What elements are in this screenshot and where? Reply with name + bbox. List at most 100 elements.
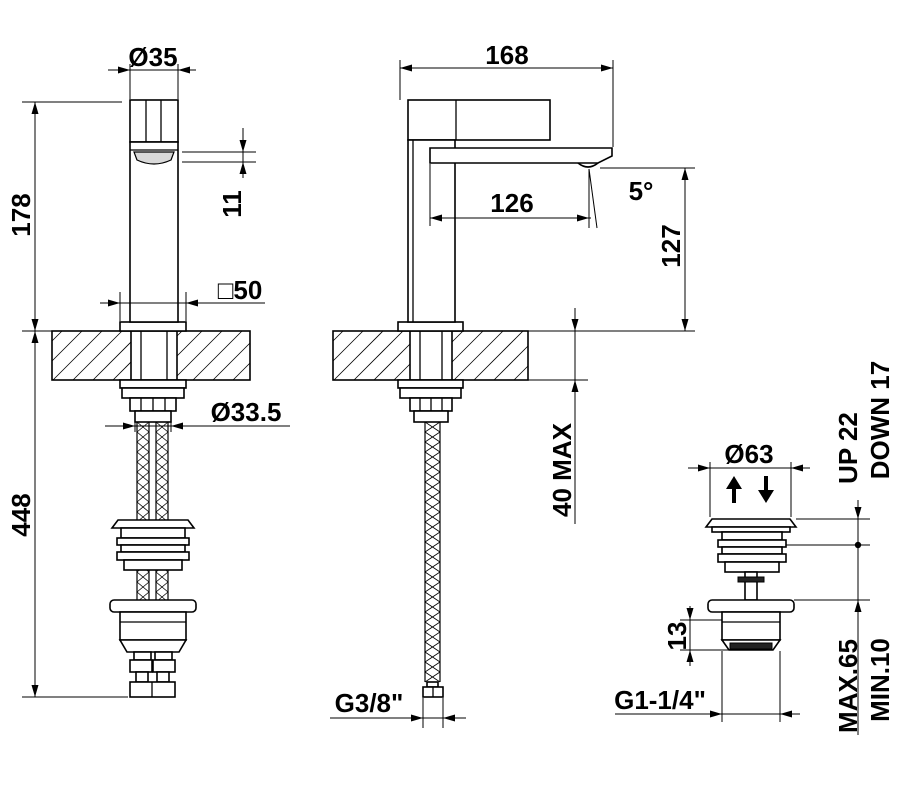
arrow-up-head bbox=[726, 476, 742, 489]
dimension-label: 178 bbox=[6, 193, 36, 236]
dimension-arrowhead bbox=[854, 600, 862, 612]
dimension-arrowhead bbox=[571, 319, 579, 331]
hose-braid-strand bbox=[136, 501, 150, 513]
spout-outlet bbox=[577, 162, 599, 168]
hatch-line bbox=[493, 345, 529, 381]
dimension-arrowhead bbox=[601, 64, 613, 72]
drain-thread-body bbox=[721, 611, 781, 641]
hose-braid-strand bbox=[424, 471, 441, 483]
dimension-label: 127 bbox=[656, 224, 686, 267]
hose-braid-strand bbox=[155, 571, 169, 583]
dimension-arrowhead bbox=[31, 685, 39, 697]
hose-braid-strand bbox=[136, 451, 150, 463]
hatch-line bbox=[232, 362, 251, 381]
thread-label: G1-1/4" bbox=[614, 685, 706, 715]
hose-braid-strand bbox=[424, 671, 441, 683]
hose-braid-strand bbox=[424, 511, 441, 523]
hose-braid-strand bbox=[155, 421, 169, 433]
hatch-line bbox=[453, 330, 504, 381]
dimension-arrowhead bbox=[239, 162, 247, 174]
spout-outlet bbox=[133, 151, 175, 165]
hose-nut bbox=[129, 659, 153, 673]
hatch-line bbox=[212, 342, 251, 381]
dimension-arrowheads bbox=[31, 64, 862, 722]
dimension-arrowhead bbox=[186, 299, 198, 307]
hose-braid-strand bbox=[155, 581, 169, 593]
dimension-arrowhead bbox=[108, 299, 120, 307]
hatch-line bbox=[473, 330, 524, 381]
hose-braid-strand bbox=[155, 471, 169, 483]
dimension-label: MAX.65 bbox=[833, 639, 863, 733]
counter-hatching bbox=[51, 330, 529, 381]
waste-taper bbox=[118, 639, 188, 653]
hose-braid-strand bbox=[424, 451, 441, 463]
dimension-arrowhead bbox=[430, 214, 442, 222]
hose-braid-strand bbox=[424, 551, 441, 563]
dimension-arrowhead bbox=[686, 650, 694, 662]
hatch-line bbox=[332, 330, 364, 362]
travel-label: UP 22 bbox=[833, 412, 863, 484]
dimension-label: Ø63 bbox=[724, 439, 773, 469]
faucet-body bbox=[407, 139, 456, 323]
hose-braid-strand bbox=[136, 571, 150, 583]
hose-braid-strand bbox=[136, 491, 150, 503]
dimension-label: 168 bbox=[485, 40, 528, 70]
washer bbox=[121, 387, 185, 399]
hose-braid-strand bbox=[424, 641, 441, 653]
hose-braid-strand bbox=[136, 441, 150, 453]
hose-braid-strand bbox=[136, 481, 150, 493]
dimension-arrowhead bbox=[118, 66, 130, 74]
hose-braid-strand bbox=[136, 471, 150, 483]
drain-thread bbox=[729, 642, 773, 650]
dimension-arrowhead bbox=[31, 102, 39, 114]
angle-label: 5° bbox=[629, 176, 654, 206]
dimension-arrowhead bbox=[411, 714, 423, 722]
waste-ridge bbox=[116, 551, 190, 561]
hose-braid-strand bbox=[155, 441, 169, 453]
dimension-arrowhead bbox=[571, 380, 579, 392]
hatch-line bbox=[51, 330, 63, 342]
dimension-arrowhead bbox=[400, 64, 412, 72]
dimension-arrowhead bbox=[171, 422, 183, 430]
dimension-label: MIN.10 bbox=[865, 638, 895, 722]
dimension-arrowhead bbox=[854, 507, 862, 519]
hose-braid-strand bbox=[424, 591, 441, 603]
washer bbox=[399, 387, 462, 399]
hatch-line bbox=[51, 330, 83, 362]
hatch-line bbox=[332, 330, 344, 342]
drain-cap bbox=[704, 518, 798, 528]
base-flange bbox=[397, 321, 464, 332]
spout bbox=[429, 147, 613, 164]
dimension-arrowhead bbox=[710, 710, 722, 718]
dimension-label: 40 MAX bbox=[547, 422, 577, 517]
arrow-down-icon bbox=[758, 476, 774, 503]
hatch-line bbox=[192, 330, 243, 381]
dimension-arrowhead bbox=[31, 319, 39, 331]
braided-hoses bbox=[136, 421, 441, 683]
hatch-line bbox=[52, 330, 103, 381]
dimension-arrowhead bbox=[791, 464, 803, 472]
faucet-lever bbox=[407, 99, 551, 141]
drain-ridge bbox=[721, 546, 783, 555]
waste-ridge bbox=[116, 537, 190, 546]
dimension-arrowhead bbox=[178, 66, 190, 74]
hose-braid-strand bbox=[424, 481, 441, 493]
hose-fitting bbox=[154, 651, 173, 661]
angle-line bbox=[588, 168, 598, 229]
hose-braid-strand bbox=[155, 491, 169, 503]
waste-cap bbox=[110, 519, 196, 529]
travel-label: DOWN 17 bbox=[865, 361, 895, 479]
hose-braid-strand bbox=[155, 431, 169, 443]
hose-braid-strand bbox=[424, 661, 441, 673]
hose-braid-strand bbox=[136, 431, 150, 443]
waste-body bbox=[120, 527, 186, 539]
side-view: 168 126 5° 127 40 MAX G3/8" bbox=[330, 40, 695, 728]
faucet-head bbox=[129, 99, 179, 143]
hose-braid-strand bbox=[424, 631, 441, 643]
drain-flange bbox=[707, 599, 795, 613]
hose-braid-strand bbox=[424, 621, 441, 633]
nut-collar bbox=[134, 410, 172, 423]
drain-stem bbox=[744, 571, 758, 601]
hose-braid-strand bbox=[424, 541, 441, 553]
dimension-label: 448 bbox=[6, 493, 36, 536]
